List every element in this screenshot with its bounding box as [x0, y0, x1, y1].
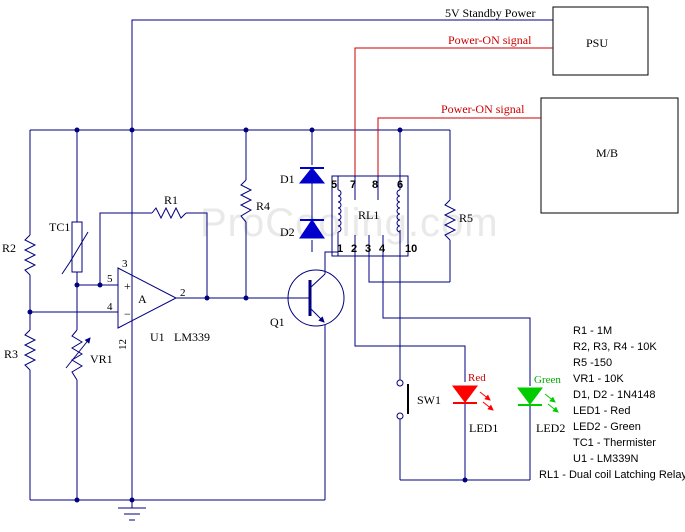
r1-resistor	[151, 206, 187, 220]
r4-label: R4	[256, 199, 270, 213]
standby-power-label: 5V Standby Power	[445, 6, 535, 20]
parts-list-item: LED1 - Red	[573, 405, 630, 417]
led1-red	[452, 385, 494, 411]
rl1-pin3: 3	[365, 243, 371, 255]
u1-pin2: 2	[180, 287, 186, 299]
rl1-relay	[331, 175, 409, 257]
wires	[29, 19, 553, 521]
psu-label: PSU	[586, 36, 608, 50]
r2-resistor	[23, 234, 37, 276]
power-on-signals	[354, 47, 553, 176]
rl1-pin4: 4	[379, 243, 386, 255]
junctions	[27, 127, 468, 503]
q1-label: Q1	[270, 315, 285, 329]
r2-label: R2	[2, 241, 16, 255]
tc1-thermistor	[61, 221, 89, 275]
mb-block: M/B	[540, 97, 679, 214]
mb-label: M/B	[596, 146, 618, 160]
led1-label: LED1	[469, 421, 498, 435]
rl1-pin8: 8	[372, 179, 378, 191]
parts-list-item: LED2 - Green	[573, 421, 641, 433]
tc1-label: TC1	[49, 220, 70, 234]
u1-minus-sign: −	[124, 307, 131, 321]
sw1-label: SW1	[417, 393, 441, 407]
u1-pin4: 4	[107, 301, 113, 313]
led2-label: LED2	[536, 421, 565, 435]
u1-plus-sign: +	[124, 279, 131, 293]
u1-part-label: LM339	[174, 330, 210, 344]
rl1-pin1: 1	[337, 243, 343, 255]
d1-diode	[298, 167, 326, 205]
u1-pin12: 12	[117, 339, 129, 350]
u1-a-label: A	[138, 292, 147, 306]
power-on-mb-label: Power-ON signal	[441, 102, 525, 116]
q1-transistor	[287, 269, 345, 327]
rl1-pin10: 10	[405, 243, 417, 255]
parts-list-item: R2, R3, R4 - 10K	[573, 341, 657, 353]
r3-resistor	[23, 329, 37, 371]
parts-list: R1 - 1M R2, R3, R4 - 10K R5 -150 VR1 - 1…	[539, 325, 685, 481]
sw1-switch	[396, 379, 409, 420]
led2-color-label: Green	[534, 374, 561, 386]
rl1-pin5: 5	[331, 179, 337, 191]
r4-resistor	[239, 179, 253, 223]
parts-list-item: R5 -150	[573, 357, 612, 369]
u1-label: U1	[150, 330, 165, 344]
rl1-label: RL1	[358, 208, 379, 222]
parts-list-item: TC1 - Thermister	[573, 437, 656, 449]
r5-label: R5	[459, 211, 473, 225]
led1-color-label: Red	[468, 372, 486, 384]
u1-pin3: 3	[122, 258, 128, 270]
r5-resistor	[443, 199, 457, 241]
watermark: ProCooling.com	[200, 201, 499, 245]
d2-diode	[299, 205, 325, 239]
parts-list-item: RL1 - Dual coil Latching Relay	[539, 469, 685, 481]
rl1-pin6: 6	[397, 179, 403, 191]
u1-pin5: 5	[107, 273, 113, 285]
parts-list-item: VR1 - 10K	[573, 373, 624, 385]
led2-green	[517, 387, 559, 413]
d1-label: D1	[280, 172, 295, 186]
power-on-psu-label: Power-ON signal	[448, 33, 532, 47]
rl1-pin7: 7	[350, 179, 356, 191]
parts-list-item: D1, D2 - 1N4148	[573, 389, 656, 401]
r3-label: R3	[4, 347, 18, 361]
vr1-resistor	[71, 329, 83, 381]
psu-block: PSU	[552, 6, 649, 76]
vr1-label: VR1	[90, 352, 113, 366]
resistors	[23, 179, 457, 381]
u1-comparator: + − A	[117, 267, 178, 329]
parts-list-item: R1 - 1M	[573, 325, 612, 337]
rl1-pin2: 2	[351, 243, 357, 255]
d2-label: D2	[280, 225, 295, 239]
parts-list-item: U1 - LM339N	[573, 453, 638, 465]
r1-label: R1	[164, 193, 178, 207]
